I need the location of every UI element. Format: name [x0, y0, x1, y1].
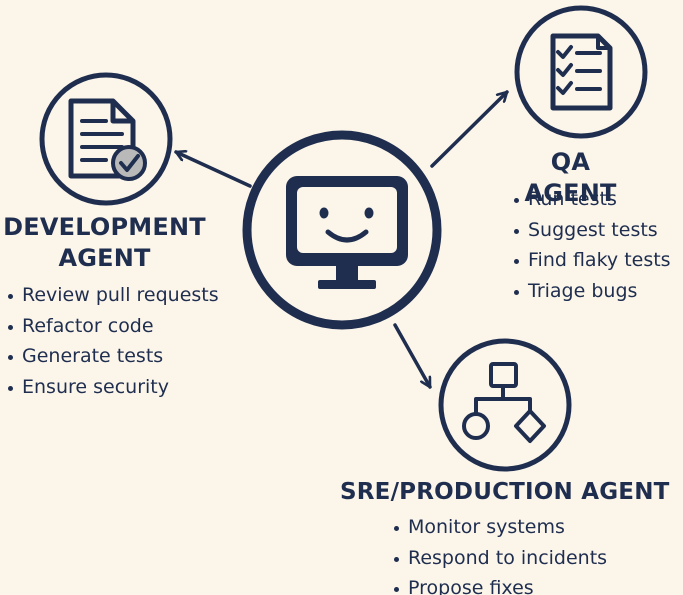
qa-node [514, 5, 648, 139]
development-title-line2: AGENT [58, 244, 151, 272]
list-item: Suggest tests [510, 215, 671, 246]
sre-node [438, 338, 572, 472]
development-task-list: Review pull requests Refactor code Gener… [4, 280, 219, 402]
smiling-monitor-icon [286, 176, 408, 289]
development-agent-title: DEVELOPMENT AGENT [0, 212, 209, 274]
development-title-line1: DEVELOPMENT [3, 213, 206, 241]
list-item: Monitor systems [390, 512, 607, 543]
list-item: Review pull requests [4, 280, 219, 311]
list-item: Refactor code [4, 311, 219, 342]
flowchart-icon [462, 362, 546, 443]
checklist-icon [550, 33, 613, 111]
list-item: Respond to incidents [390, 543, 607, 574]
sre-task-list: Monitor systems Respond to incidents Pro… [390, 512, 607, 595]
list-item: Triage bugs [510, 276, 671, 307]
development-node [39, 72, 173, 206]
list-item: Find flaky tests [510, 245, 671, 276]
center-node [242, 130, 442, 330]
qa-agent-title: QA AGENT [524, 148, 617, 207]
list-item: Propose fixes [390, 573, 607, 595]
arrow-to-development [174, 152, 252, 188]
document-check-icon [68, 98, 147, 181]
sre-agent-title: SRE/PRODUCTION AGENT [340, 479, 670, 505]
arrow-to-sre [393, 323, 432, 389]
list-item: Run tests [510, 184, 671, 215]
arrow-to-qa [430, 90, 509, 168]
list-item: Generate tests [4, 341, 219, 372]
qa-task-list: Run tests Suggest tests Find flaky tests… [510, 184, 671, 306]
list-item: Ensure security [4, 372, 219, 403]
